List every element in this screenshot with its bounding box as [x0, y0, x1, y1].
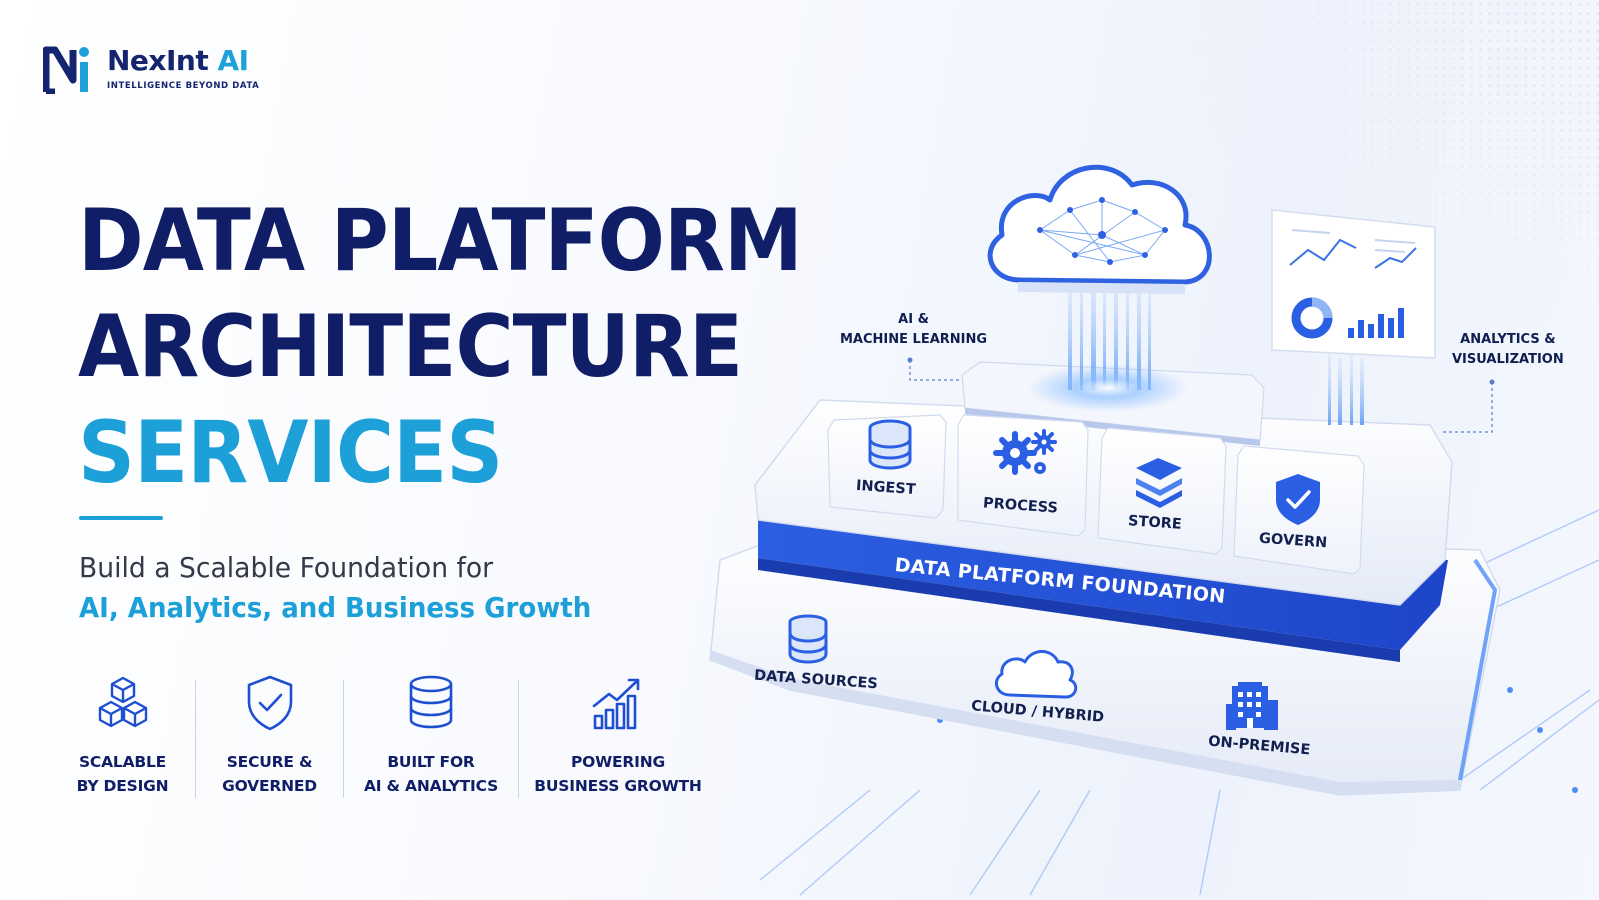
feature-secure: SECURE & GOVERNED [196, 672, 343, 798]
database-icon [409, 675, 453, 729]
feature-label-line1: BUILT FOR [387, 753, 475, 771]
cloud-ai-icon [987, 164, 1212, 294]
brand-name: NexInt AI [107, 47, 259, 75]
brand-logo: NexInt AI INTELLIGENCE BEYOND DATA [43, 44, 259, 94]
brand-name-part2: AI [217, 44, 249, 77]
feature-label-line2: AI & ANALYTICS [363, 777, 499, 795]
data-beams [1028, 270, 1188, 412]
feature-label-line1: SECURE & [226, 753, 313, 771]
subtitle: Build a Scalable Foundation for AI, Anal… [79, 548, 630, 628]
brand-tagline: INTELLIGENCE BEYOND DATA [107, 81, 260, 91]
headline-line-1: DATA PLATFORM [78, 191, 803, 291]
circuit-lines [759, 509, 1599, 896]
callout-analytics: ANALYTICS & VISUALIZATION [1452, 330, 1564, 370]
foundation-band-edge [758, 558, 1400, 662]
database-icon [788, 614, 828, 664]
feature-label-line2: BUSINESS GROWTH [534, 777, 702, 795]
callout-dot [907, 357, 913, 363]
feature-divider [195, 680, 196, 798]
callout-ai-line1: AI & [898, 312, 929, 327]
callout-analytics-line2: VISUALIZATION [1452, 352, 1564, 367]
callout-ai-line2: MACHINE LEARNING [840, 332, 988, 347]
shield-check-icon [247, 675, 292, 731]
feature-divider [343, 680, 344, 798]
base-glow-edge [1458, 558, 1498, 781]
feature-label-line1: POWERING [570, 753, 666, 771]
feature-ai-analytics: BUILT FOR AI & ANALYTICS [344, 672, 518, 798]
subtitle-line-2: AI, Analytics, and Business Growth [79, 591, 592, 624]
subtitle-line-1: Build a Scalable Foundation for [79, 551, 494, 584]
callout-dot [1489, 379, 1495, 385]
analytics-dashboard-panel [1271, 209, 1436, 359]
tile-process [957, 414, 1089, 537]
feature-label-line1: SCALABLE [78, 753, 167, 771]
feature-label-line2: BY DESIGN [76, 777, 169, 795]
feature-label-line2: GOVERNED [222, 777, 317, 795]
building-icon [1226, 682, 1278, 730]
database-icon [868, 419, 912, 470]
brand-name-part1: NexInt [107, 44, 209, 77]
growth-chart-icon [592, 678, 640, 730]
headline-line-2: ARCHITECTURE [78, 297, 743, 397]
platform-stack-graphic [709, 164, 1599, 896]
feature-growth: POWERING BUSINESS GROWTH [519, 672, 717, 798]
gears-icon [993, 429, 1057, 475]
callout-lines [909, 360, 1493, 433]
headline-line-3: SERVICES [78, 403, 503, 503]
callout-analytics-line1: ANALYTICS & [1460, 332, 1556, 347]
feature-scalable: SCALABLE BY DESIGN [50, 672, 195, 798]
callout-ai-ml: AI & MACHINE LEARNING [840, 310, 987, 350]
shield-check-icon [1276, 474, 1320, 525]
layers-icon [1136, 458, 1182, 508]
cubes-icon [98, 676, 147, 728]
page-headline: DATA PLATFORM ARCHITECTURE SERVICES [78, 188, 865, 506]
feature-divider [518, 680, 519, 798]
cloud-icon [994, 650, 1078, 699]
nexint-logo-icon [43, 46, 89, 94]
headline-accent-rule [79, 516, 163, 520]
architecture-illustration: INGEST PROCESS STORE GOVERN DATA PLATFOR… [640, 90, 1599, 900]
feature-list: SCALABLE BY DESIGN SECURE & GOVERNED BUILT… [50, 672, 717, 798]
analytics-beams [1328, 355, 1364, 425]
